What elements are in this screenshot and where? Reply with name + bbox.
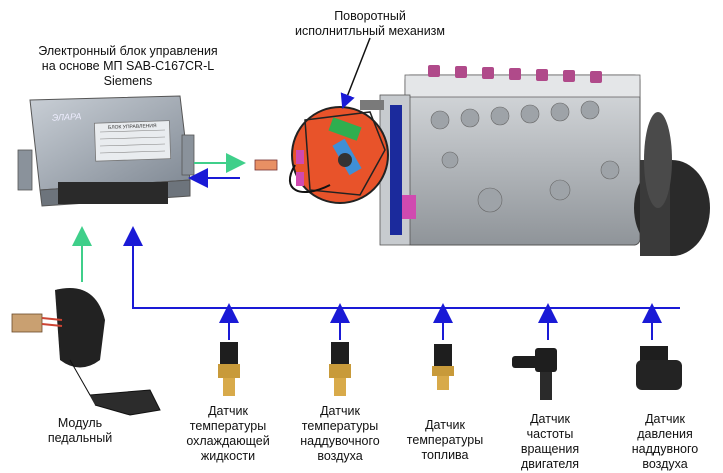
actuator-title-line1: Поворотный xyxy=(334,9,406,23)
pedal-module xyxy=(11,288,161,416)
sensor-boost-pressure xyxy=(636,346,682,390)
ecu-brand: ЭЛАРА xyxy=(51,111,82,123)
label-air-temp-sensor: Датчик температуры наддувочного воздуха xyxy=(300,404,380,463)
ecu-title-line2: на основе МП SAB-C167CR-L Siemens xyxy=(41,59,215,88)
sensor-coolant xyxy=(218,342,240,396)
label-pedal-module: Модуль педальный xyxy=(47,416,113,445)
sensor-air-temp xyxy=(329,342,351,396)
actuator-title: Поворотный исполнитльный механизм xyxy=(270,9,470,39)
ecu-unit xyxy=(17,95,195,207)
label-speed-sensor: Датчик частоты вращения двигателя xyxy=(520,412,580,471)
sensor-engine-speed xyxy=(512,348,557,400)
injection-pump xyxy=(379,65,710,256)
sensor-bus xyxy=(123,226,680,309)
actuator-title-line2: исполнитльный механизм xyxy=(295,24,445,38)
ecu-title: Электронный блок управления на основе МП… xyxy=(18,44,238,89)
sensor-fuel-temp xyxy=(432,344,454,390)
label-boost-sensor: Датчик давления наддувного воздуха xyxy=(631,412,699,471)
label-fuel-temp-sensor: Датчик температуры топлива xyxy=(406,418,484,462)
rotary-actuator xyxy=(254,100,389,204)
label-coolant-sensor: Датчик температуры охлаждающей жидкости xyxy=(186,404,270,463)
actuator-pointer xyxy=(340,37,371,109)
ecu-title-line1: Электронный блок управления xyxy=(38,44,218,58)
